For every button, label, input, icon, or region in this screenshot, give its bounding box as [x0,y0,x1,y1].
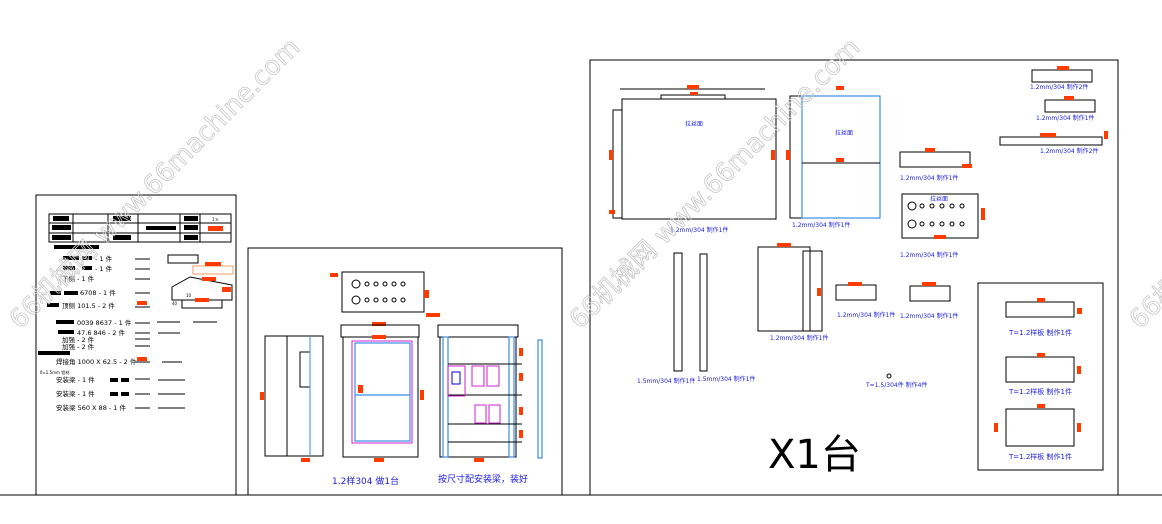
list-item: 6708 - 1 件 [80,288,116,297]
part-caption: 1.5mm/304 制作1件 [637,377,695,385]
redaction-marks [47,256,129,396]
caption-assembly: 按尺寸配安装梁，装好 [438,473,528,485]
list-item: 安装梁 560 X 88 - 1 件 [56,403,127,412]
part-caption: 1.2mm/304 制作1件 [900,251,958,259]
side-view [264,335,324,457]
scale-cell: 1:n [212,217,219,222]
top-view [330,271,440,326]
plate-caption: T=1.2样板 制作1件 [1008,387,1072,396]
part-list: - 1 件 - 1 件 下侧 - 1 件 6708 - 1 件 顶侧 101.5… [40,254,137,412]
dimension-label: 10 [186,293,192,298]
part-caption: 1.2mm/304 制作1件 [1036,114,1094,122]
left-sheet: 1:n - 1 件 - 1 件 下侧 - 1 件 6708 - 1 件 顶侧 1… [35,194,237,496]
list-item: 下侧 - 1 件 [62,274,95,283]
watermark-text: 66机 [1124,272,1162,335]
part-caption: 1.2mm/304 制作2件 [1040,147,1098,155]
list-item: 加强 - 2 件 [62,335,95,344]
watermark: 66机械网 www.66machine.com 66机械网 www.66mach… [3,32,1162,335]
part-caption: 1.2mm/304 制作1件 [670,226,728,234]
inner-view [437,324,543,462]
list-item: - 1 件 [95,264,113,273]
arrows [135,258,150,409]
brackets: 1.2mm/304 制作1件 1.2mm/304 制作1件 T=1.5/304件… [835,282,958,389]
dimension-label: 40 [172,301,178,306]
caption-material: 1.2样304 做1台 [332,475,399,487]
plate-caption: T=1.2样板 制作1件 [1008,452,1072,461]
part-caption: 1.2mm/304 制作1件 [792,221,850,229]
part-caption: 1.2mm/304 制作1件 [770,334,828,342]
middle-sheet: 1.2样304 做1台 按尺寸配安装梁，装好 [247,247,563,496]
watermark-text: 66机械网 www.66machine.com [4,33,306,335]
mounting-plates: T=1.2样板 制作1件 T=1.2样板 制作1件 T=1.2样板 制作1件 [977,282,1104,471]
right-sheet: 拉丝面 1.2mm/304 制作1件 拉丝面 1.2mm/304 制作1件 1.… [589,59,1119,496]
list-item: 焊接角 1000 X 62.5 - 2 件 [56,357,137,366]
part-caption: 1.5mm/304 制作1件 [697,375,755,383]
top-plate: 拉丝面 1.2mm/304 制作1件 [900,193,985,259]
door-panel: 拉丝面 1.2mm/304 制作1件 [786,86,881,229]
list-item: 47.6 846 - 2 件 [77,328,126,337]
part-sketches [157,254,234,409]
face-label: 拉丝面 [835,129,853,137]
list-item: δ=1.5mm 铝材 [40,369,69,375]
part-caption: T=1.5/304件 制作4件 [865,381,927,389]
face-label: 拉丝面 [685,120,703,128]
part-caption: 1.2mm/304 制作1件 [837,311,895,319]
side-panel: 1.2mm/304 制作1件 [757,243,828,342]
list-item: 顶侧 101.5 - 2 件 [62,301,115,310]
front-view [340,324,424,462]
list-item: 加强 - 2 件 [62,342,95,351]
part-caption: 1.2mm/304 制作1件 [900,174,958,182]
quantity-label: X1台 [768,432,861,478]
rails: 1.5mm/304 制作1件 1.5mm/304 制作1件 [637,252,755,385]
title-block: 1:n [48,213,232,243]
plate-caption: T=1.2样板 制作1件 [1008,328,1072,337]
strip-parts: 1.2mm/304 制作2件 1.2mm/304 制作1件 1.2mm/304 … [899,66,1108,182]
list-item: - 1 件 [95,254,113,263]
part-caption: 1.2mm/304 制作2件 [1030,83,1088,91]
back-panel: 拉丝面 1.2mm/304 制作1件 [609,85,777,234]
face-label: 拉丝面 [930,195,948,203]
part-caption: 1.2mm/304 制作1件 [900,312,958,320]
list-item: 安装梁 - 1 件 [56,389,95,398]
list-item: 安装梁 - 1 件 [56,375,95,384]
list-item: 0039 8637 - 1 件 [77,318,132,327]
